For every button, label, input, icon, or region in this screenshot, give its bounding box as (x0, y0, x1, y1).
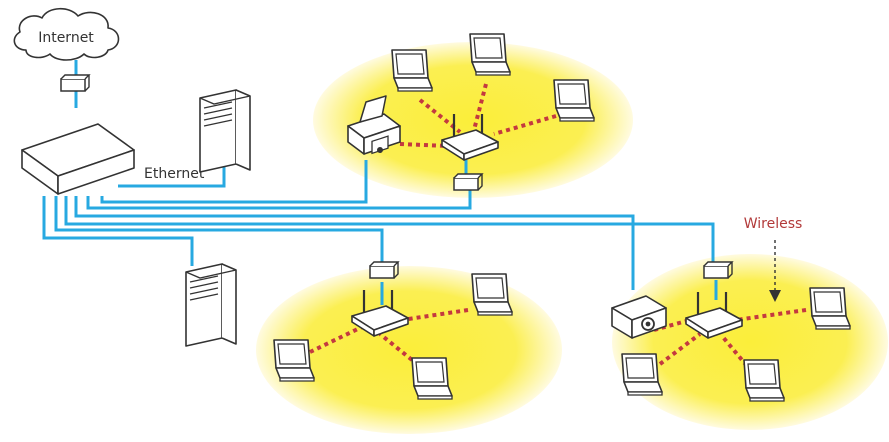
modem-bottom-right (703, 261, 733, 279)
ethernet-label: Ethernet (144, 166, 205, 182)
wireless-zone-top (313, 42, 633, 198)
printer (347, 95, 401, 155)
laptop-bottom-right-3 (809, 287, 851, 330)
laptop-bottom-left-1 (273, 339, 315, 382)
internet-cloud: Internet (13, 7, 120, 61)
ethernet-cables (42, 60, 718, 305)
modem-bottom-left (369, 261, 399, 279)
laptop-bottom-left-2 (471, 273, 513, 316)
wireless-pointer-arrowhead (769, 290, 781, 302)
laptop-bottom-right-2 (743, 359, 785, 402)
laptop-bottom-right-1 (621, 353, 663, 396)
internet-modem (60, 74, 90, 92)
projector (611, 295, 667, 339)
cable-to-projector (74, 196, 635, 290)
laptop-top-1 (391, 49, 433, 92)
cable-to-server-bottom (42, 196, 194, 266)
laptop-top-2 (469, 33, 511, 76)
ethernet-switch (21, 123, 135, 195)
laptop-bottom-left-3 (411, 357, 453, 400)
cable-to-printer (100, 160, 368, 204)
wireless-label: Wireless (744, 216, 803, 232)
internet-label: Internet (38, 30, 94, 46)
wireless-zone-bottom-right (612, 254, 888, 430)
server-tower-top (199, 89, 251, 173)
cable-to-left-modem (54, 196, 384, 268)
cable-to-right-modem (64, 196, 715, 268)
wireless-links (309, 83, 807, 374)
laptop-top-3 (553, 79, 595, 122)
server-tower-bottom (185, 263, 237, 347)
cable-to-server-top (118, 164, 226, 188)
cable-to-top-modem (86, 188, 472, 210)
modem-top (453, 173, 483, 191)
